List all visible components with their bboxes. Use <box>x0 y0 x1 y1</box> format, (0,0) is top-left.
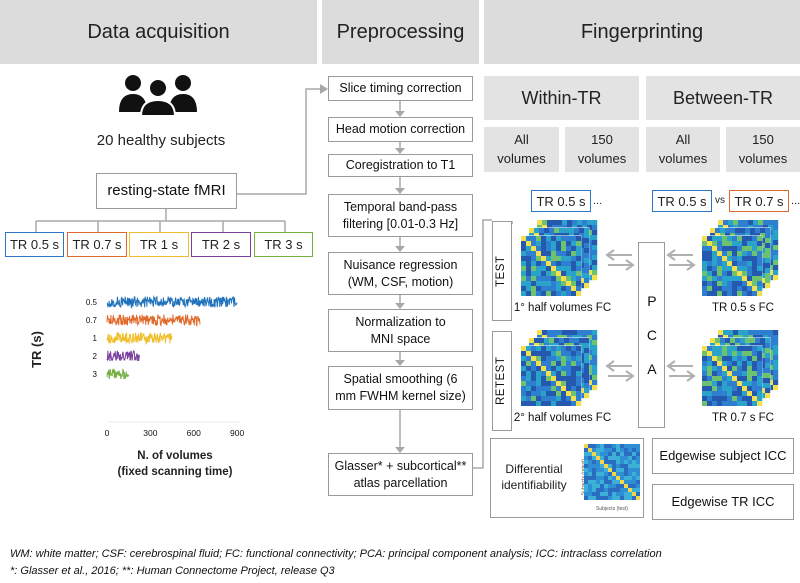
between-tr-a-label: TR 0.5 s <box>652 190 712 212</box>
tr-box-0.5: TR 0.5 s <box>5 232 64 257</box>
plot-xlabel-line2: (fixed scanning time) <box>117 465 233 478</box>
footnote-references: *: Glasser et al., 2016; **: Human Conne… <box>10 565 335 577</box>
xtick-label-900: 900 <box>230 428 244 438</box>
between-all-volumes: All volumes <box>646 127 720 172</box>
within-150-volumes: 150 volumes <box>565 127 639 172</box>
ytick-label-3: 3 <box>93 370 98 379</box>
header-data-acquisition: Data acquisition <box>0 0 317 64</box>
pca-label: P C A <box>643 292 660 378</box>
ytick-label-1: 1 <box>93 334 98 343</box>
edgewise-tr-icc-box: Edgewise TR ICC <box>652 484 794 520</box>
fc-tr05-label: TR 0.5 s FC <box>712 302 774 314</box>
fc-matrix-test-within <box>521 220 598 296</box>
tr-box-0.7: TR 0.7 s <box>67 232 127 257</box>
step-slice-timing: Slice timing correction <box>328 76 473 101</box>
fc-tr07-label: TR 0.7 s FC <box>712 412 774 424</box>
within-tr-ellipsis: ... <box>593 195 603 207</box>
identifiability-xaxis-label: Subjects (test) <box>596 506 628 512</box>
fc-first-half-label: 1° half volumes FC <box>513 302 612 314</box>
ytick-label-2: 2 <box>93 352 98 361</box>
tr-box-2: TR 2 s <box>191 232 251 257</box>
series-line-2 <box>106 350 140 362</box>
timeseries-plot: 0.5 0.7 1 2 3 0 300 600 900 <box>86 295 244 438</box>
header-fingerprinting: Fingerprinting <box>484 0 800 64</box>
header-preprocessing: Preprocessing <box>322 0 479 64</box>
pca-box: P C A <box>638 242 665 428</box>
step-band-pass: Temporal band-pass filtering [0.01-0.3 H… <box>328 194 473 237</box>
resting-state-fmri-box: resting-state fMRI <box>96 173 237 209</box>
differential-identifiability-label: Differential identifiability <box>501 462 567 492</box>
subjects-group-icon <box>119 75 197 116</box>
fc-matrix-retest-within <box>521 330 598 406</box>
between-tr-b-label: TR 0.7 s <box>729 190 789 212</box>
ytick-label-0.5: 0.5 <box>86 298 98 307</box>
series-line-3 <box>106 368 130 380</box>
footnote-abbreviations: WM: white matter; CSF: cerebrospinal flu… <box>10 548 662 560</box>
fc-matrix-test-between <box>702 220 779 296</box>
xtick-label-0: 0 <box>105 428 110 438</box>
xtick-label-300: 300 <box>143 428 157 438</box>
step-nuisance: Nuisance regression (WM, CSF, motion) <box>328 252 473 295</box>
step-head-motion: Head motion correction <box>328 117 473 142</box>
within-tr-header: Within-TR <box>484 76 639 120</box>
step-parcellation: Glasser* + subcortical** atlas parcellat… <box>328 453 473 496</box>
fc-second-half-label: 2° half volumes FC <box>513 412 612 424</box>
plot-xlabel: N. of volumes (fixed scanning time) <box>100 449 250 480</box>
vs-label: vs <box>715 195 725 206</box>
identifiability-matrix <box>584 444 640 500</box>
between-150-volumes: 150 volumes <box>726 127 800 172</box>
plot-xlabel-line1: N. of volumes <box>137 450 213 462</box>
within-tr-label: TR 0.5 s <box>531 190 591 212</box>
within-all-volumes: All volumes <box>484 127 559 172</box>
xtick-label-600: 600 <box>187 428 201 438</box>
subjects-label: 20 healthy subjects <box>96 132 226 149</box>
fc-matrix-retest-between <box>702 330 779 406</box>
between-tr-header: Between-TR <box>646 76 800 120</box>
step-smoothing: Spatial smoothing (6 mm FWHM kernel size… <box>328 366 473 410</box>
tr-box-1: TR 1 s <box>129 232 189 257</box>
series-line-0.5 <box>106 295 238 310</box>
ytick-label-0.7: 0.7 <box>86 316 98 325</box>
edgewise-subject-icc-box: Edgewise subject ICC <box>652 438 794 474</box>
series-line-0.7 <box>106 314 201 327</box>
step-normalization: Normalization to MNI space <box>328 309 473 352</box>
between-tr-ellipsis: ... <box>791 195 800 207</box>
series-line-1 <box>106 331 173 346</box>
tr-box-3: TR 3 s <box>254 232 313 257</box>
step-coregistration: Coregistration to T1 <box>328 154 473 177</box>
